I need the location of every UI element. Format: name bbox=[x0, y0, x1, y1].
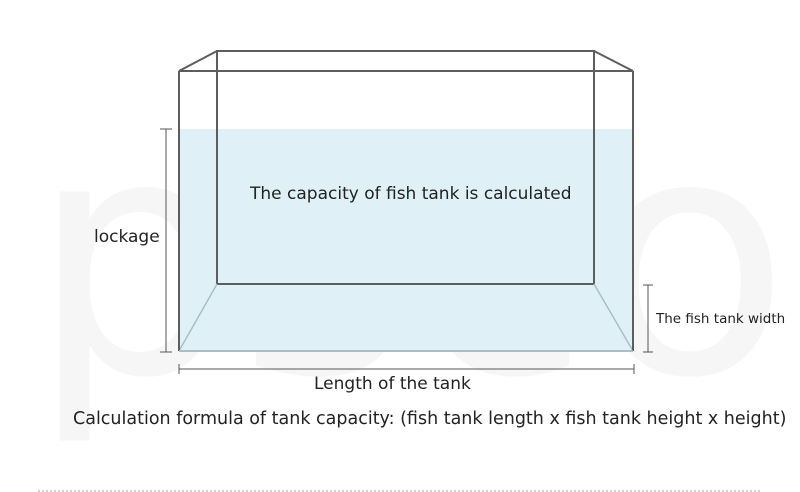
width-label: The fish tank width bbox=[656, 311, 786, 327]
width-dimension-line bbox=[643, 284, 653, 353]
height-label: lockage bbox=[94, 227, 160, 247]
tank-bottom-left-edge bbox=[178, 283, 218, 352]
height-dimension-line bbox=[160, 128, 172, 353]
tank-top-left-edge bbox=[178, 50, 218, 72]
water-volume bbox=[179, 129, 633, 351]
water-label: The capacity of fish tank is calculated bbox=[250, 184, 572, 204]
tank-top-right-edge bbox=[593, 50, 634, 72]
tank-bottom-right-edge bbox=[593, 283, 634, 352]
formula-text: Calculation formula of tank capacity: (f… bbox=[73, 409, 787, 429]
tank-back-face bbox=[216, 50, 595, 285]
length-label: Length of the tank bbox=[314, 374, 471, 394]
length-dimension-line bbox=[178, 364, 635, 374]
